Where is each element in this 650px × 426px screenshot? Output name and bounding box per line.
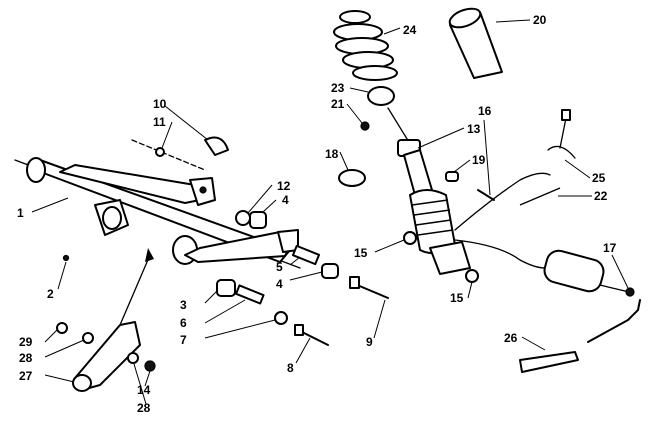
clip-axis: [131, 139, 206, 171]
callout-24: 24: [403, 23, 417, 37]
spring-top: [339, 10, 371, 24]
shock-absorber: [338, 107, 495, 283]
callout-3: 3: [180, 298, 187, 312]
callout-28-left: 28: [19, 351, 33, 365]
callout-7: 7: [180, 333, 187, 347]
nut-12: [235, 210, 251, 226]
clip-hardware: [131, 136, 229, 171]
fitting-17: [625, 287, 635, 297]
washer-28-lower: [127, 352, 139, 364]
reservoir: [543, 249, 605, 293]
bolt-8-head: [294, 324, 304, 336]
callout-26: 26: [504, 331, 518, 345]
rivet: [155, 147, 165, 157]
callout-14: 14: [137, 383, 151, 397]
leader-lines: [31, 19, 629, 405]
strap: [519, 299, 641, 373]
clamp-25: [547, 145, 576, 159]
pin: [62, 254, 70, 262]
callout-4-upper: 4: [282, 193, 289, 207]
bracket-hole: [199, 186, 207, 194]
coil-line-2: [413, 209, 451, 216]
callout-22: 22: [594, 189, 608, 203]
callout-13: 13: [467, 122, 481, 136]
bushing-4-upper: [249, 211, 267, 229]
callout-27: 27: [19, 369, 33, 383]
cable-22: [519, 187, 561, 206]
callout-11: 11: [153, 115, 166, 129]
link-eye: [72, 374, 92, 392]
callout-16: 16: [478, 104, 492, 118]
strap-band: [587, 299, 641, 343]
callout-18: 18: [325, 147, 339, 161]
bushing-15-left: [403, 231, 417, 245]
coil-4: [352, 65, 398, 81]
spacer-hardware: [216, 210, 389, 346]
tube-end-left: [26, 157, 46, 183]
callout-1: 1: [17, 206, 24, 220]
callout-20: 20: [533, 13, 547, 27]
hose-lower: [454, 239, 546, 269]
spacer-19: [445, 171, 459, 182]
clip-21: [360, 121, 370, 131]
callout-numbers: 1 2 3 4 4 5 6 7 8 9 10 11 12 13 14 15 15…: [17, 13, 617, 415]
callout-6: 6: [180, 316, 187, 330]
callout-15-right: 15: [450, 291, 464, 305]
bushing-15-right: [465, 269, 479, 283]
clip: [204, 136, 229, 156]
sensor-tip: [561, 109, 571, 121]
assembly-arrow: [119, 254, 151, 326]
washer-28-upper: [82, 332, 94, 344]
hose-upper: [454, 172, 551, 231]
nut-14: [144, 360, 156, 372]
shock-rod: [403, 149, 433, 196]
shock-bottom-eye: [429, 241, 471, 275]
callout-2: 2: [47, 287, 54, 301]
callout-29: 29: [19, 335, 33, 349]
bolt-9-head: [349, 276, 360, 289]
seal-18: [338, 169, 366, 187]
callout-15-left: 15: [354, 246, 368, 260]
callout-10: 10: [153, 97, 167, 111]
callout-5: 5: [276, 260, 283, 274]
swing-arm-assembly: [14, 157, 301, 326]
coil-line-4: [417, 229, 454, 236]
bolt-29: [56, 322, 68, 334]
spring-coils: [333, 10, 398, 131]
callout-25: 25: [592, 171, 606, 185]
reservoir-fitting: [599, 284, 631, 293]
strap-piece: [519, 351, 579, 373]
callout-17: 17: [603, 241, 617, 255]
callout-21: 21: [331, 97, 345, 111]
callout-23: 23: [331, 81, 345, 95]
callout-4-lower: 4: [276, 277, 283, 291]
callout-9: 9: [366, 335, 373, 349]
sensor-lead: [559, 117, 567, 149]
sleeve-5: [292, 244, 320, 266]
callout-12: 12: [277, 179, 291, 193]
link-assembly: [56, 321, 156, 392]
callout-8: 8: [287, 361, 294, 375]
arrow-head: [145, 248, 154, 262]
spring-seat-23: [367, 86, 395, 106]
reservoir-assembly: [454, 109, 635, 297]
coil-line-3: [415, 219, 452, 226]
center-mount-bore: [102, 206, 122, 230]
coil-line-1: [411, 199, 449, 206]
washer-7: [274, 311, 288, 325]
callout-19: 19: [472, 153, 486, 167]
callout-28-right: 28: [137, 401, 151, 415]
bushing-3: [216, 279, 236, 297]
bolt-16: [477, 189, 495, 201]
sleeve-6: [235, 284, 265, 305]
boot-top: [448, 7, 482, 29]
bushing-4-lower: [321, 263, 339, 279]
